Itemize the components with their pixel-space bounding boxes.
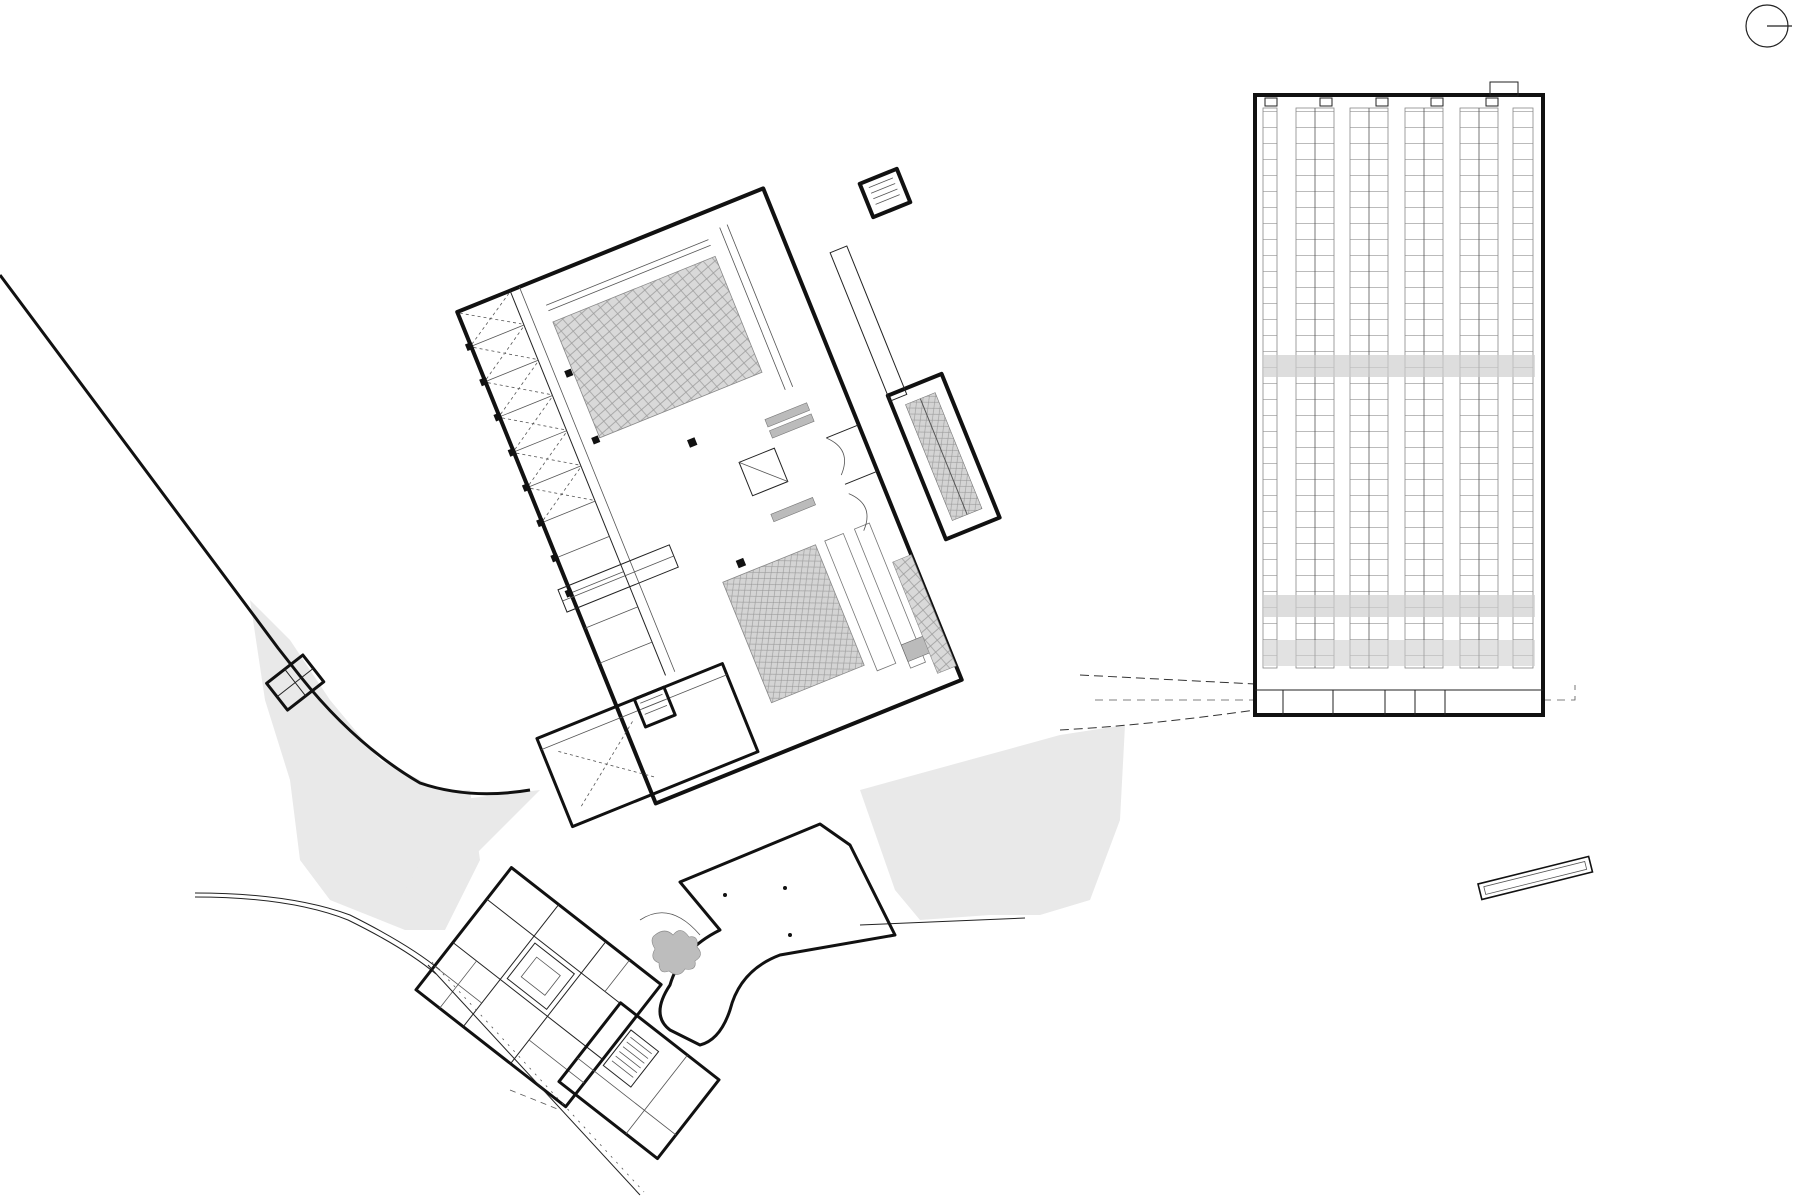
fence-line xyxy=(427,961,645,1196)
warehouse-roof-vents xyxy=(1264,81,1519,107)
main-hall xyxy=(455,186,964,806)
seating-block-south xyxy=(722,544,865,704)
warehouse-shelving xyxy=(1262,107,1535,669)
entrance-lobby xyxy=(639,822,897,1047)
tree-cluster xyxy=(651,930,701,975)
small-structure-se xyxy=(1477,855,1594,901)
landscape-zones xyxy=(250,600,1125,930)
south-block xyxy=(535,662,760,829)
site-boundary xyxy=(0,274,1026,975)
seating-block-north xyxy=(552,255,763,439)
west-corridor-bays xyxy=(459,293,653,664)
north-arrow-icon xyxy=(1745,4,1792,48)
stair-tower-ne xyxy=(857,166,913,220)
west-bridge xyxy=(557,544,679,613)
office-block-sw xyxy=(414,866,663,1109)
warehouse-loading-bays xyxy=(1282,690,1446,715)
office-block-sw-lower xyxy=(557,1001,721,1161)
warehouse xyxy=(1253,81,1545,717)
kiosk-left xyxy=(265,653,326,712)
east-canopy xyxy=(829,245,908,402)
east-annex xyxy=(885,371,1002,542)
